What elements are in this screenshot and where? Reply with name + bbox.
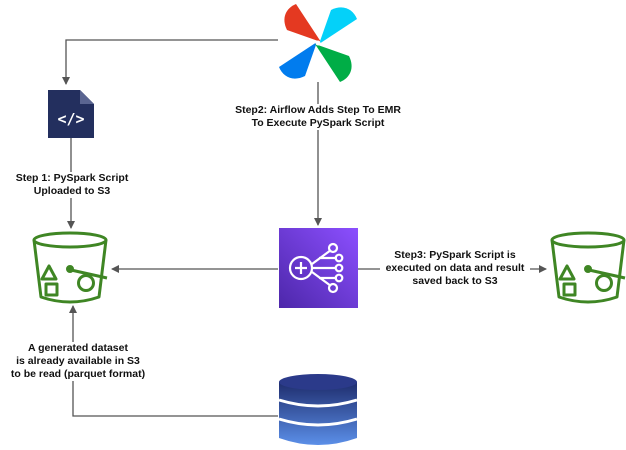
database-icon <box>278 374 358 445</box>
step1-label-line2: Uploaded to S3 <box>33 185 111 197</box>
step2-label-line1: Step2: Airflow Adds Step To EMR <box>235 104 401 116</box>
step1-label-line1: Step 1: PySpark Script <box>15 172 129 184</box>
s3-bucket-source-icon <box>32 231 108 304</box>
step2-label-line2: To Execute PySpark Script <box>251 117 385 129</box>
step2-label: Step2: Airflow Adds Step To EMR To Execu… <box>228 104 408 130</box>
airflow-logo-icon <box>279 4 357 82</box>
emr-cluster-icon <box>279 228 358 308</box>
step3-label-line1: Step3: PySpark Script is <box>394 249 516 261</box>
s3-bucket-result-icon <box>550 231 626 304</box>
dataset-label-line2: is already available in S3 <box>16 355 140 367</box>
step3-label: Step3: PySpark Script is executed on dat… <box>380 249 530 288</box>
step3-label-line3: saved back to S3 <box>412 275 498 287</box>
dataset-label-line1: A generated dataset <box>28 342 128 354</box>
dataset-label: A generated dataset is already available… <box>3 342 153 381</box>
arrow-airflow-to-script <box>62 39 278 85</box>
step1-label: Step 1: PySpark Script Uploaded to S3 <box>12 172 132 198</box>
code-file-icon: </> <box>48 90 94 138</box>
step3-label-line2: executed on data and result <box>385 262 525 274</box>
dataset-label-line3: to be read (parquet format) <box>10 368 146 380</box>
svg-text:</>: </> <box>57 110 84 128</box>
